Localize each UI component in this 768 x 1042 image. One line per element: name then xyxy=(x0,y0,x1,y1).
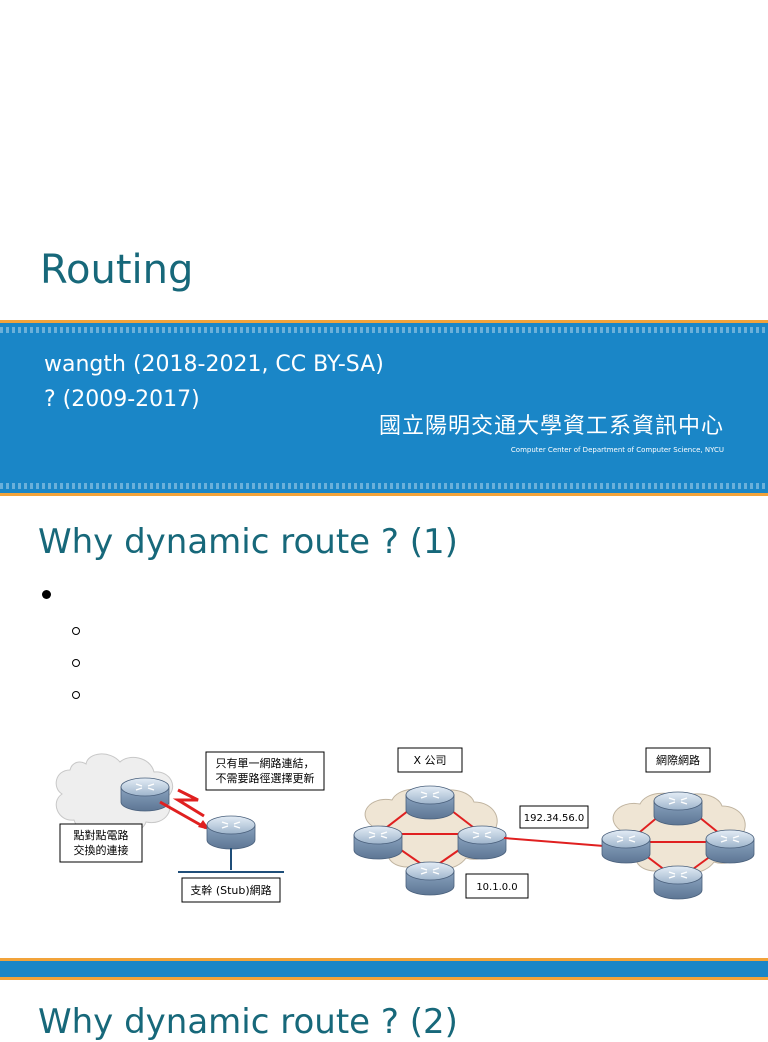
banner-stripe-bottom xyxy=(0,483,768,489)
label-link-network: 192.34.56.0 xyxy=(519,805,589,829)
presentation-title: Routing xyxy=(40,247,194,293)
router-icon xyxy=(206,815,256,850)
sub-bullet-point-1 xyxy=(72,627,80,635)
sub-bullet-point-2 xyxy=(72,659,80,667)
label-internet: 網際網路 xyxy=(645,747,711,773)
svg-text:192.34.56.0: 192.34.56.0 xyxy=(524,813,584,824)
svg-text:點對點電路: 點對點電路 xyxy=(74,828,129,842)
note-single-link: 只有單一網路連結， 不需要路徑選擇更新 xyxy=(205,751,325,791)
router-icon xyxy=(353,825,403,860)
router-icon xyxy=(405,785,455,820)
label-internal-network: 10.1.0.0 xyxy=(465,873,529,899)
sub-bullet-point-3 xyxy=(72,691,80,699)
label-company: X 公司 xyxy=(397,747,463,773)
slide-3-banner xyxy=(0,958,768,980)
router-icon xyxy=(601,829,651,864)
network-diagram: 只有單一網路連結， 不需要路徑選擇更新 點對點電路 交換的連接 支幹 (Stub… xyxy=(55,747,755,903)
title-banner xyxy=(0,320,768,496)
svg-text:網際網路: 網際網路 xyxy=(656,753,700,767)
banner-stripe-top xyxy=(0,327,768,333)
svg-text:只有單一網路連結，: 只有單一網路連結， xyxy=(216,756,315,770)
note-point-to-point: 點對點電路 交換的連接 xyxy=(59,823,143,863)
router-icon xyxy=(653,791,703,826)
organization-name: 國立陽明交通大學資工系資訊中心 xyxy=(378,414,724,439)
svg-text:支幹 (Stub)網路: 支幹 (Stub)網路 xyxy=(190,883,271,897)
svg-text:X 公司: X 公司 xyxy=(413,754,446,767)
svg-text:不需要路徑選擇更新: 不需要路徑選擇更新 xyxy=(216,771,315,785)
router-icon xyxy=(653,865,703,900)
router-icon xyxy=(457,825,507,860)
router-icon xyxy=(120,777,170,812)
cloud-shape xyxy=(55,753,174,834)
router-icon xyxy=(705,829,755,864)
label-stub-network: 支幹 (Stub)網路 xyxy=(181,877,281,903)
svg-text:交換的連接: 交換的連接 xyxy=(74,843,129,857)
router-icon xyxy=(405,861,455,896)
organization-subtitle: Computer Center of Department of Compute… xyxy=(510,446,724,454)
point-to-point-link xyxy=(172,788,205,818)
author-line-2: ? (2009-2017) xyxy=(44,387,200,412)
bullet-point xyxy=(42,590,51,599)
author-line-1: wangth (2018-2021, CC BY-SA) xyxy=(44,352,384,377)
slide-2 xyxy=(0,496,768,958)
svg-text:10.1.0.0: 10.1.0.0 xyxy=(476,882,517,893)
slide-3-title: Why dynamic route ? (2) xyxy=(38,1002,458,1042)
external-link xyxy=(503,837,605,847)
slide-2-title: Why dynamic route ? (1) xyxy=(38,522,458,562)
